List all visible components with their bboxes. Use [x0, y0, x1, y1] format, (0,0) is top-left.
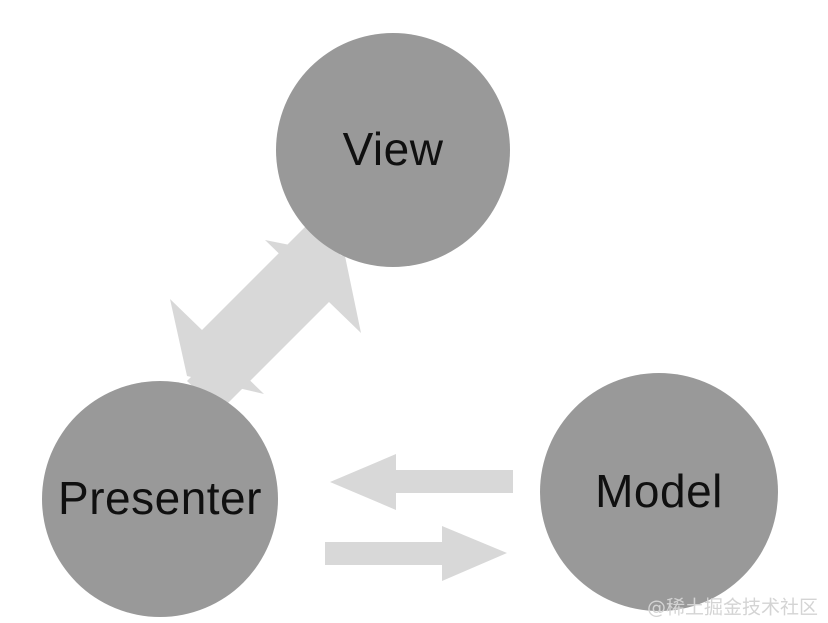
view-circle[interactable] — [276, 33, 510, 267]
view-label: View — [343, 123, 444, 175]
presenter-label: Presenter — [58, 472, 262, 524]
model-circle[interactable] — [540, 373, 778, 611]
arrow-presenter-to-model[interactable] — [325, 526, 507, 581]
model-label: Model — [595, 465, 723, 517]
arrow-model-to-presenter[interactable] — [330, 454, 513, 510]
arrow-group — [170, 222, 513, 581]
arrow-presenter-to-view[interactable] — [187, 240, 361, 412]
presenter-circle[interactable] — [42, 381, 278, 617]
node-view[interactable]: View — [276, 33, 510, 267]
watermark: @稀土掘金技术社区 — [647, 597, 818, 619]
node-model[interactable]: Model — [540, 373, 778, 611]
node-presenter[interactable]: Presenter — [42, 381, 278, 617]
